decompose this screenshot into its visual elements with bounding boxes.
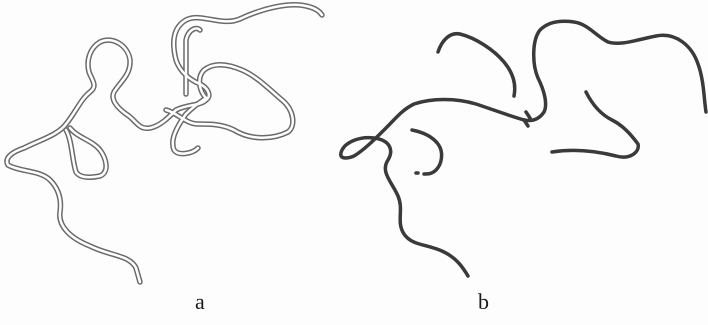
panel-b-arc-right	[552, 92, 638, 157]
panel-b-label: b	[478, 291, 489, 313]
panel-a-label: a	[195, 291, 205, 313]
panel-b-small-curve	[412, 130, 442, 174]
panel-b-arc-top	[438, 34, 515, 96]
panel-a-main-strand	[7, 5, 322, 282]
panel-a-strand-core	[7, 5, 322, 282]
panel-a-strand-outline	[7, 5, 322, 282]
panel-a-strand	[7, 5, 322, 282]
panel-b-strand	[341, 21, 706, 276]
panel-b-main-strand	[341, 21, 706, 276]
